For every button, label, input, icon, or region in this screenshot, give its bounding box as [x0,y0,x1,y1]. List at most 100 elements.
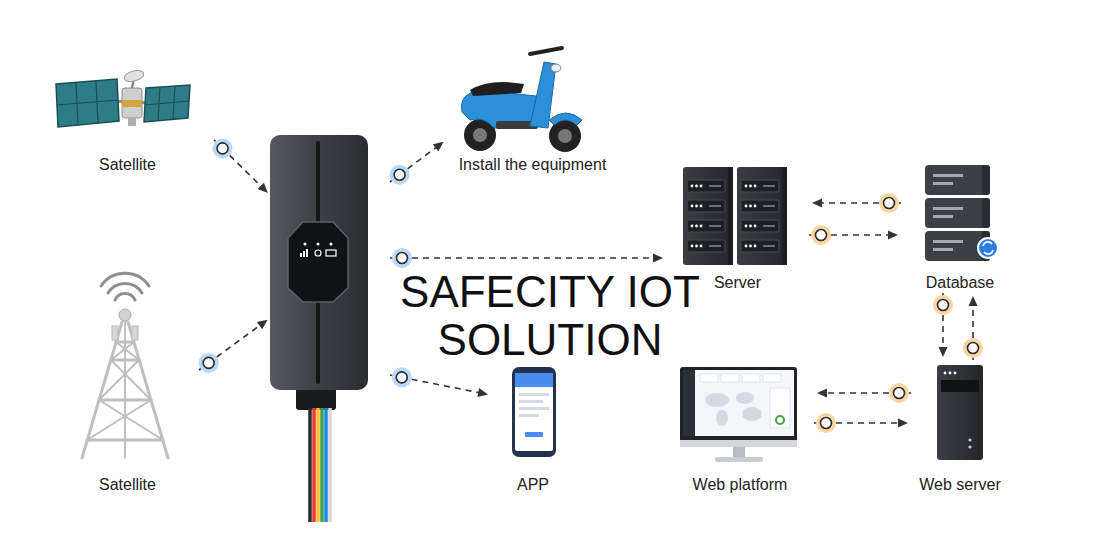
monitor-illustration-part [721,374,739,382]
web-server-illustration-part [968,445,971,448]
tower-illustration-part [99,360,139,400]
tracker-device-part [326,250,336,256]
dashed-connector [199,320,268,373]
phone-illustration [512,367,556,457]
phone-illustration-part [525,432,543,437]
connector-dot-halo [889,383,909,403]
monitor-illustration-part [683,370,794,436]
connector-dot [938,300,949,311]
node-label: Server [666,273,809,293]
phone-illustration-part [515,373,553,387]
satellite-illustration-part [57,100,118,105]
phone-illustration-part [515,373,553,451]
tracker-device-part [328,408,332,522]
tracker-device-part [308,408,312,522]
scooter-illustration-part [558,129,572,143]
monitor-illustration-part [715,457,763,462]
arrow-head [812,199,822,208]
node-label: Web platform [666,475,814,495]
tower-illustration-part [87,400,151,440]
database-illustration-part [983,242,992,246]
arrow-head [898,419,908,428]
web-server-illustration [937,365,983,460]
phone-illustration-part [512,367,556,457]
tracker-device-part [316,141,320,229]
server-illustration-part [683,167,733,265]
scooter-illustration-part [470,82,524,96]
monitor-illustration-part [742,407,762,421]
web-server-illustration-part [937,365,983,460]
tracker-device-part [270,135,368,390]
scooter-node: Install the equipment [446,40,619,175]
connector-dot [394,169,405,180]
connector-dot-halo [213,138,233,158]
web-platform-node: Web platform [666,360,814,495]
satellite-illustration-part [123,69,145,84]
server-illustration-part [687,240,725,252]
tracker-device-part [324,408,328,522]
server-illustration-part [687,220,725,232]
app-node: APP [491,360,575,495]
arrow-head [939,347,948,357]
monitor-illustration-part [680,440,797,447]
monitor-illustration-part [763,374,781,382]
connector-dot-halo [811,225,831,245]
tracker-device-part [317,243,320,246]
tower-illustration-part [108,284,142,293]
tower-illustration-part [99,400,163,440]
connector-dot [968,343,979,354]
scooter-illustration [461,48,582,152]
connector-dot-halo [199,353,219,373]
satellite-illustration-part [144,85,190,122]
tower-illustration-part [101,273,149,286]
scooter-illustration-part [530,48,562,54]
satellite-illustration [56,69,190,127]
monitor-illustration-part [736,392,754,404]
connector-dot [816,230,827,241]
dashed-connector [390,248,663,268]
monitor-illustration-part [683,370,695,436]
connector-dot-halo [933,295,953,315]
arrow-head [888,231,898,240]
scooter-illustration-part [551,64,561,72]
monitor-illustration-part [742,374,760,382]
dashed-connector [814,413,908,433]
phone-illustration-part [519,414,539,417]
web-server-node: Web server [911,360,1009,495]
dashed-connector [213,138,268,192]
database-illustration [925,165,998,261]
server-node: Server [666,160,809,293]
server-illustration-part [741,180,779,192]
connector-dot-halo [392,367,412,387]
server-illustration-part [687,200,725,212]
monitor-illustration-part [733,447,745,458]
connector-dot [203,357,214,368]
web-server-illustration-part [954,372,957,375]
dashed-connector [933,293,953,357]
database-illustration-part [984,250,993,254]
phone-illustration-part [519,400,543,403]
tower-illustration-part [112,326,118,340]
monitor-illustration-part [770,388,790,428]
connector-dot [396,372,407,383]
connector-line [214,140,264,189]
dashed-connector [390,367,488,397]
node-label: Satellite [41,155,214,175]
server-illustration-part [741,220,779,232]
tower-illustration-part [119,309,131,321]
satellite-illustration-part [122,100,142,107]
server-illustration-part [782,167,787,265]
tracker-device-part [312,408,316,522]
connector-dot-halo [879,193,899,213]
node-label: Web server [911,475,1009,495]
server-illustration-part [687,180,725,192]
tracker-device-part [288,222,348,302]
tower-illustration-part [116,342,139,360]
server-illustration-part [737,167,787,265]
arrow-head [433,142,444,152]
tracker-device-part [315,250,321,256]
arrow-head [817,389,827,398]
tower-illustration-part [115,294,135,300]
